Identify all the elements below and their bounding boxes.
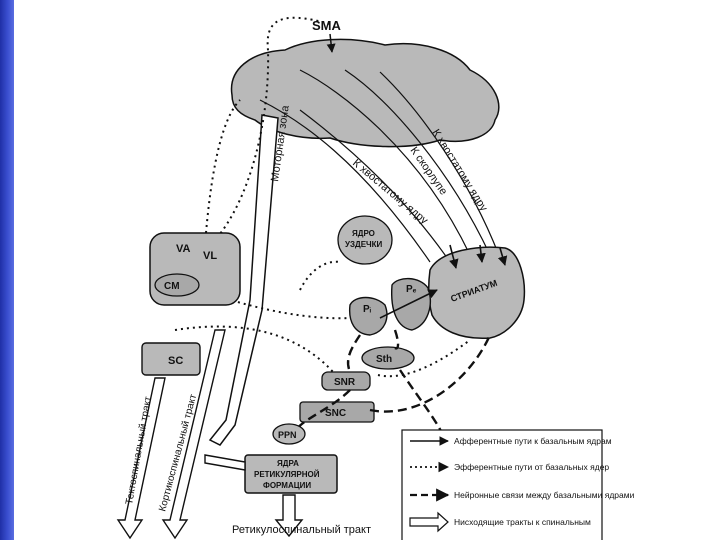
sth-label: Sth — [376, 354, 392, 365]
habenula-label-1: ЯДРО — [352, 229, 375, 238]
snr-label: SNR — [334, 377, 356, 388]
reticulospinal-label: Ретикулоспинальный тракт — [232, 524, 371, 536]
legend-dotted-text: Эфферентные пути от базальных ядер — [454, 462, 609, 472]
afferent-paths — [379, 244, 508, 319]
habenula-nucleus — [337, 215, 393, 265]
efferent-paths — [174, 16, 471, 381]
legend-solid-text: Афферентные пути к базальным ядрам — [454, 436, 612, 446]
habenula-label-2: УЗДЕЧКИ — [345, 240, 383, 249]
legend-dashed-text: Нейронные связи между базальными ядрами — [454, 490, 635, 500]
motor-descending-tract — [208, 114, 279, 446]
ppn-nucleus — [272, 423, 306, 445]
ppn-label: PPN — [278, 430, 297, 440]
sc-label: SC — [168, 355, 183, 367]
reticular-label-1: ЯДРА — [277, 459, 299, 468]
snr-box — [321, 371, 371, 391]
striatum-shape — [427, 246, 526, 339]
reticular-formation-box — [244, 454, 338, 494]
legend-hollow-text: Нисходящие тракты к спинальным — [454, 517, 591, 527]
cm-label: CM — [164, 281, 180, 292]
reticular-label-3: ФОРМАЦИИ — [263, 481, 311, 490]
legend: Афферентные пути к базальным ядрам Эффер… — [401, 429, 635, 540]
va-label: VA — [176, 243, 191, 255]
pe-label: Pₑ — [406, 284, 417, 295]
sth-nucleus — [361, 346, 415, 370]
pe-shape — [391, 277, 431, 331]
vl-label: VL — [203, 250, 217, 262]
sc-box — [141, 342, 201, 376]
pi-label: Pᵢ — [363, 304, 372, 315]
sma-label: SMA — [312, 18, 342, 33]
side-band — [0, 0, 14, 540]
descending-tracts — [116, 329, 304, 540]
sma-arrow — [326, 33, 336, 53]
cortical-fibers — [259, 69, 501, 263]
cm-nucleus — [154, 273, 200, 297]
snc-label: SNC — [325, 408, 346, 419]
cortex-shape — [230, 38, 500, 148]
pi-shape — [348, 296, 388, 336]
legend-hollow-sample — [409, 511, 449, 533]
reticular-label-2: РЕТИКУЛЯРНОЙ — [254, 470, 320, 479]
